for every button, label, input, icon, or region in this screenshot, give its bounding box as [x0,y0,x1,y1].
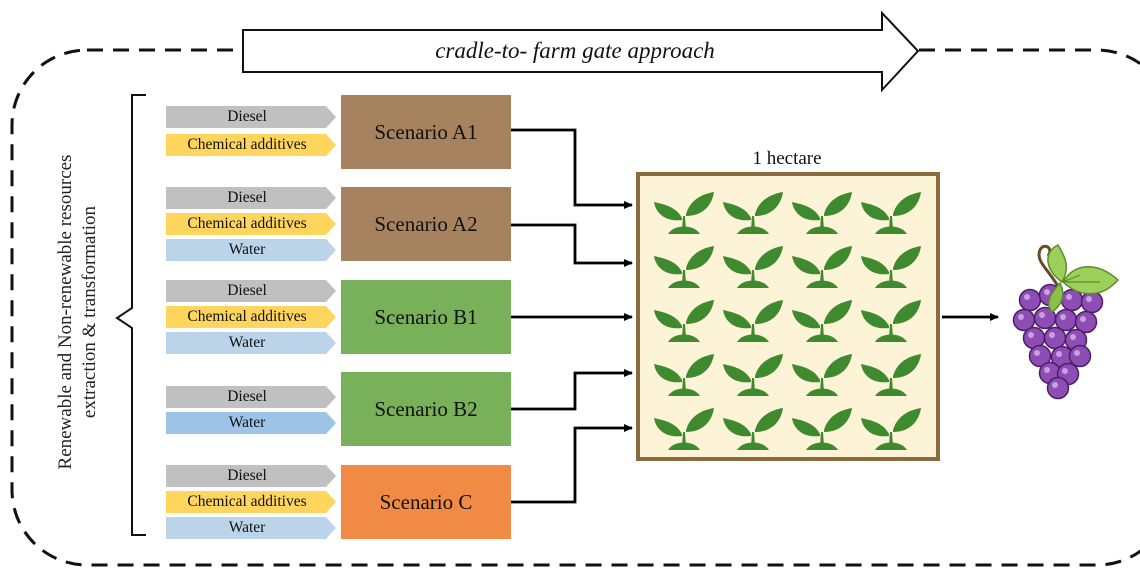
grape-highlight [1049,332,1055,338]
scenario-b1-box: Scenario B1 [341,280,511,354]
sprout-icon [792,300,852,342]
sprout-icon [861,354,921,396]
sprout-icon [654,300,714,342]
scenario-c-box: Scenario C [341,465,511,539]
grape-highlight [1039,312,1045,318]
sprout-icon [723,300,783,342]
connector-b2 [511,369,633,411]
grape-berry [1043,326,1067,350]
input-diesel: Diesel [166,106,336,128]
input-chemical-additives: Chemical additives [166,306,336,328]
grape-highlight [1056,351,1062,357]
sprout-icon [723,408,783,450]
sprout-icon [792,192,852,234]
grape-cluster-icon [1012,244,1120,400]
side-label-line-2: extraction & transformation [79,205,100,419]
plant-grid [654,192,921,450]
grape-berry [1054,308,1078,332]
connector-a1 [511,128,633,209]
input-water: Water [166,517,336,539]
grape-highlight [1034,350,1040,356]
scenario-a2-box: Scenario A2 [341,187,511,261]
sprout-icon [861,246,921,288]
grape-berry [1068,344,1092,368]
side-label-line-1: Renewable and Non-renewable resources [55,154,76,470]
grape-highlight [1024,294,1030,300]
connector-lines [511,128,999,504]
connector-a2 [511,223,633,267]
sprout-icon [723,192,783,234]
grape-highlight [1028,332,1034,338]
grape-highlight [1086,296,1092,302]
resources-side-label: Renewable and Non-renewable resources ex… [54,97,102,527]
input-diesel: Diesel [166,465,336,487]
sprout-icon [654,192,714,234]
grape-berry [1074,310,1098,334]
hectare-label: 1 hectare [752,148,822,169]
approach-arrow [242,10,920,93]
scenario-a1-box: Scenario A1 [341,95,511,169]
input-chemical-additives: Chemical additives [166,213,336,235]
sprout-icon [861,408,921,450]
grape-highlight [1062,368,1068,374]
input-water: Water [166,239,336,261]
grape-highlight [1080,316,1086,322]
sprout-icon [654,408,714,450]
grape-berry [1046,376,1070,400]
sprout-icon [723,354,783,396]
grape-berry [1018,288,1042,312]
input-chemical-additives: Chemical additives [166,134,336,156]
sprout-icon [792,408,852,450]
grape-highlight [1060,314,1066,320]
scenario-b2-box: Scenario B2 [341,372,511,446]
hectare-field [636,172,940,461]
sprout-icon [654,246,714,288]
sprout-icon [792,354,852,396]
input-water: Water [166,412,336,434]
grape-highlight [1044,289,1050,295]
left-brace [115,94,146,536]
approach-label: cradle-to- farm gate approach [435,38,715,63]
grape-highlight [1066,294,1072,300]
sprout-icon [792,246,852,288]
grape-highlight [1018,314,1024,320]
grape-highlight [1044,367,1050,373]
sprout-icon [654,354,714,396]
sprout-icon [861,300,921,342]
connector-c [511,424,633,504]
input-diesel: Diesel [166,386,336,408]
grape-highlight [1070,334,1076,340]
grape-berry [1028,344,1052,368]
input-diesel: Diesel [166,280,336,302]
input-water: Water [166,332,336,354]
sprout-icon [723,246,783,288]
input-diesel: Diesel [166,187,336,209]
grape-highlight [1074,350,1080,356]
input-chemical-additives: Chemical additives [166,491,336,513]
sprout-icon [861,192,921,234]
grape-highlight [1052,382,1058,388]
grape-berry [1080,290,1104,314]
